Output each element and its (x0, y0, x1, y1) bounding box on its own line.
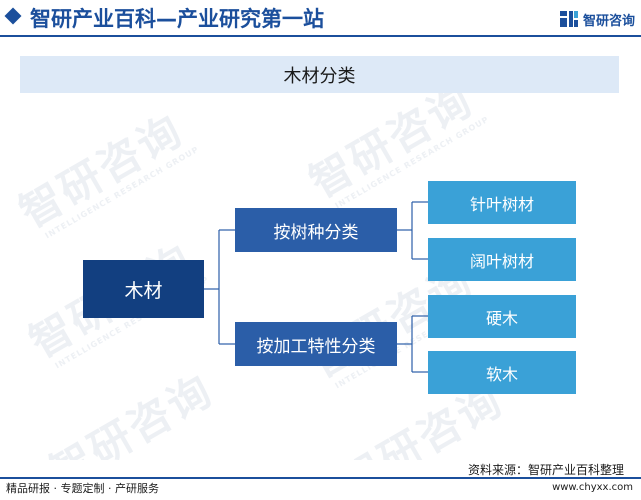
footer-divider (0, 477, 641, 479)
header-title: 智研产业百科—产业研究第一站 (30, 7, 324, 31)
watermark: 智研咨询 (41, 364, 222, 460)
page-header: 智研产业百科—产业研究第一站 智研咨询 (0, 0, 641, 38)
branch-node-species: 按树种分类 (235, 208, 397, 252)
leaf-node-coniferous: 针叶树材 (428, 181, 576, 224)
diagram-title-band: 木材分类 (20, 56, 619, 93)
brand-logo-text: 智研咨询 (582, 13, 635, 29)
diagram-title: 木材分类 (283, 65, 356, 87)
brand-logo-icon (559, 11, 578, 27)
diamond-bullet-icon (4, 7, 22, 25)
watermark-subtext: INTELLIGENCE RESEARCH GROUP (43, 144, 201, 241)
branch-node-processing: 按加工特性分类 (235, 322, 397, 366)
footer-services: 精品研报 · 专题定制 · 产研服务 (6, 482, 159, 495)
leaf-node-broadleaf: 阔叶树材 (428, 238, 576, 281)
source-note: 资料来源：智研产业百科整理 (468, 463, 625, 477)
footer-url[interactable]: www.chyxx.com (552, 482, 633, 493)
brand-logo: 智研咨询 (559, 8, 635, 30)
watermark: 智研咨询 (11, 104, 192, 238)
leaf-node-softwood: 软木 (428, 351, 576, 394)
leaf-node-hardwood: 硬木 (428, 295, 576, 338)
header-divider (0, 35, 641, 37)
root-node: 木材 (83, 260, 204, 318)
